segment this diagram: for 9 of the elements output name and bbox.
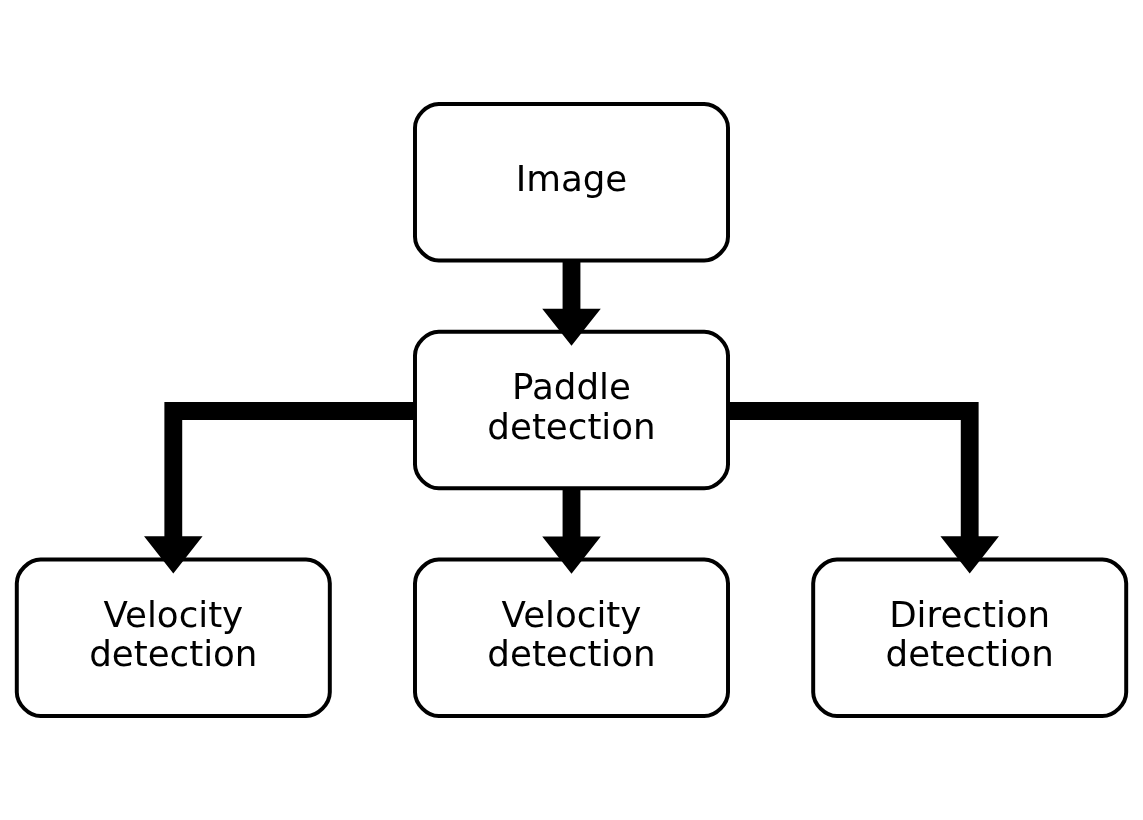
arrow	[542, 488, 601, 574]
node-box: Velocity detection	[14, 557, 332, 719]
node-box: Paddle detection	[413, 329, 730, 491]
arrow	[728, 402, 999, 574]
arrow	[542, 260, 601, 346]
arrow	[144, 402, 415, 574]
node-box: Image	[413, 101, 730, 263]
node-box: Direction detection	[811, 557, 1129, 719]
node-box: Velocity detection	[413, 557, 730, 719]
